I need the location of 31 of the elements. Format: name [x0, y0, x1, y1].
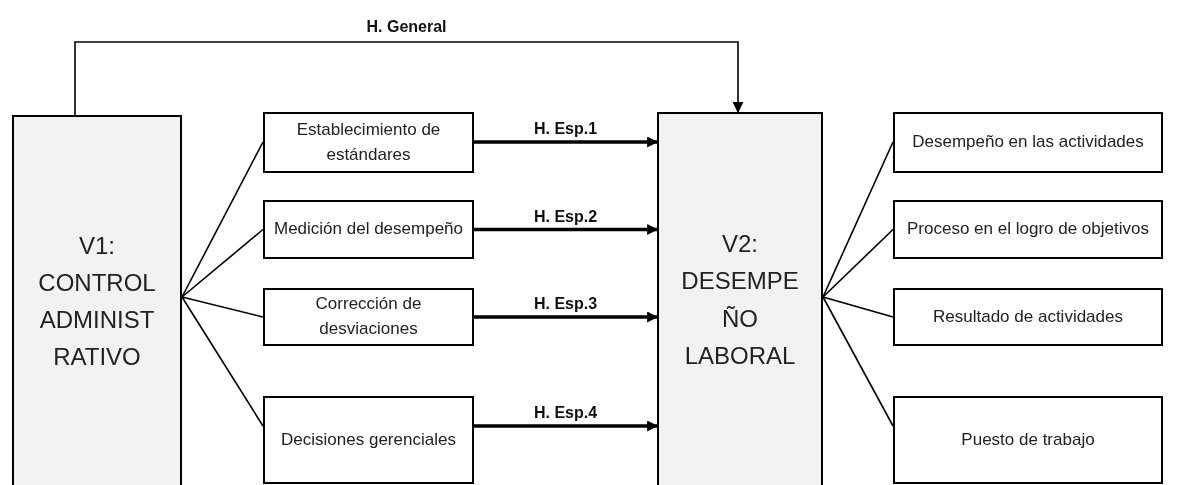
- node-text: Medición del desempeño: [274, 218, 463, 241]
- dimension-box: [893, 396, 1163, 484]
- connector-line: [822, 296, 894, 427]
- node-text: Corrección de desviaciones: [314, 293, 423, 340]
- dimension-box: [263, 288, 474, 346]
- node-text: V1: CONTROL ADMINIST RATIVO: [37, 230, 157, 373]
- dimension-box: [893, 200, 1163, 259]
- node-text: Decisiones gerenciales: [281, 428, 456, 451]
- variable-box: [12, 115, 182, 485]
- node-text: Resultado de actividades: [933, 305, 1123, 328]
- connector-line: [181, 296, 264, 318]
- node-text: Proceso en el logro de objetivos: [907, 218, 1149, 241]
- arrow: [474, 224, 659, 235]
- arrow: [474, 136, 659, 148]
- arrow: [474, 420, 659, 432]
- node-text: Establecimiento de estándares: [295, 118, 442, 166]
- dimension-box: [263, 200, 474, 259]
- connector-line: [822, 296, 894, 318]
- dimension-box: [893, 112, 1163, 173]
- node-text: V2: DESEMPE ÑO LABORAL: [681, 229, 799, 371]
- dimension-box: [893, 288, 1163, 346]
- connector-line: [822, 228, 894, 298]
- node-text: Puesto de trabajo: [961, 428, 1095, 451]
- arrow: [474, 311, 659, 323]
- node-text: Desempeño en las actividades: [912, 131, 1144, 154]
- dimension-box: [263, 112, 474, 173]
- connector-line: [181, 228, 264, 298]
- connector-line: [181, 296, 264, 427]
- variable-box: [657, 112, 823, 485]
- dimension-box: [263, 396, 474, 484]
- arrow: [74, 41, 744, 116]
